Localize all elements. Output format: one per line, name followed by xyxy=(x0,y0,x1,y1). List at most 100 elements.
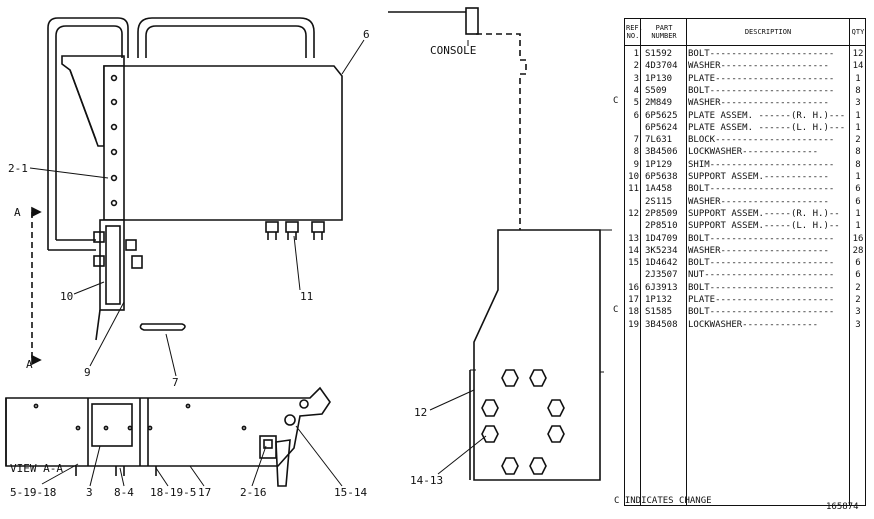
cell-ref: 4 xyxy=(633,85,639,96)
cell-part: S509 xyxy=(645,85,667,96)
cell-ref: 2 xyxy=(633,61,639,72)
callout-2-16: 2-16 xyxy=(240,486,267,499)
cell-desc: SUPPORT ASSEM.------------ xyxy=(688,172,829,182)
col-divider xyxy=(640,19,641,505)
cell-desc: PLATE ASSEM. ------(L. H.)--- xyxy=(688,122,846,133)
cell-qty: 12 xyxy=(852,49,864,59)
cell-part: 6P5638 xyxy=(645,172,678,182)
cell-part: 3K5234 xyxy=(645,245,678,256)
callout-18-19-5: 18-19-5 xyxy=(150,486,196,499)
cell-desc: BLOCK---------------------- xyxy=(688,135,835,146)
cell-qty: 1 xyxy=(855,172,861,182)
cell-ref: 15 xyxy=(628,258,639,269)
cell-qty: 3 xyxy=(855,98,861,109)
callout-7: 7 xyxy=(172,376,179,389)
cell-desc: BOLT----------------------- xyxy=(688,233,835,244)
cell-qty: 8 xyxy=(855,147,861,158)
cell-ref: 19 xyxy=(628,319,639,330)
header-qty: QTY xyxy=(851,28,865,36)
cell-desc: WASHER-------------------- xyxy=(688,61,829,72)
cell-ref: 18 xyxy=(628,307,639,318)
parts-table: REF. NO. PART NUMBER DESCRIPTION QTY 1 S1… xyxy=(624,18,866,506)
view-aa-label: VIEW A-A xyxy=(10,462,63,475)
cell-desc: PLATE ASSEM. ------(R. H.)--- xyxy=(688,110,846,121)
cell-ref: 6 xyxy=(633,110,639,121)
callout-2-1: 2-1 xyxy=(8,162,28,175)
cell-qty: 2 xyxy=(855,295,861,305)
cell-part: 2J3507 xyxy=(645,270,678,281)
bolts-11 xyxy=(265,221,325,240)
cell-ref: 3 xyxy=(633,73,639,84)
cell-part: 1P129 xyxy=(645,159,673,170)
cell-desc: BOLT----------------------- xyxy=(688,307,835,318)
cell-desc: SUPPORT ASSEM.-----(R. H.)-- xyxy=(688,208,840,219)
cell-desc: PLATE---------------------- xyxy=(688,295,835,305)
cell-qty: 3 xyxy=(855,319,861,330)
cell-desc: PLATE---------------------- xyxy=(688,73,835,84)
callout-6: 6 xyxy=(363,28,370,41)
cell-part: 3B4508 xyxy=(645,319,678,330)
cell-desc: BOLT----------------------- xyxy=(688,184,835,195)
callout-3: 3 xyxy=(86,486,93,499)
cell-part: S1592 xyxy=(645,49,673,59)
cell-ref: 5 xyxy=(633,98,639,109)
callout-11: 11 xyxy=(300,290,313,303)
cell-desc: WASHER-------------------- xyxy=(688,245,829,256)
block-7 xyxy=(139,323,186,331)
panel-plate xyxy=(103,65,343,221)
cell-qty: 14 xyxy=(852,61,864,72)
callout-14-13: 14-13 xyxy=(410,474,443,487)
cell-ref: 7 xyxy=(633,135,639,146)
cell-part: 3B4506 xyxy=(645,147,678,158)
cell-desc: BOLT----------------------- xyxy=(688,49,835,59)
cell-desc: NUT------------------------ xyxy=(688,270,835,281)
cell-desc: BOLT----------------------- xyxy=(688,258,835,269)
cell-qty: 8 xyxy=(855,159,861,170)
hex-bolts xyxy=(481,369,565,475)
cell-part: 7L631 xyxy=(645,135,673,146)
callout-8-4: 8-4 xyxy=(114,486,134,499)
cell-ref: 12 xyxy=(628,208,639,219)
cell-qty: 6 xyxy=(855,258,861,269)
cell-part: 1P130 xyxy=(645,73,673,84)
cell-ref: 9 xyxy=(633,159,639,170)
cell-part: 2P8510 xyxy=(645,221,678,232)
cell-part: 6J3913 xyxy=(645,282,678,293)
section-a-top: A xyxy=(14,206,21,219)
cell-desc: SUPPORT ASSEM.-----(L. H.)-- xyxy=(688,221,840,232)
change-mark: C xyxy=(613,96,619,107)
table-header: REF. NO. PART NUMBER DESCRIPTION QTY xyxy=(625,19,865,46)
header-desc: DESCRIPTION xyxy=(744,28,792,36)
cell-part: 4D3704 xyxy=(645,61,678,72)
handle-bars xyxy=(47,17,315,251)
cell-ref: 17 xyxy=(628,295,639,305)
callout-9: 9 xyxy=(84,366,91,379)
cell-part: 1A458 xyxy=(645,184,673,195)
cell-qty: 28 xyxy=(852,245,864,256)
cell-part: 6P5625 xyxy=(645,110,678,121)
figure-number: 165874 xyxy=(826,502,859,512)
cell-qty: 3 xyxy=(855,307,861,318)
cell-desc: WASHER-------------------- xyxy=(688,98,829,109)
cell-ref: 8 xyxy=(633,147,639,158)
cell-ref: 11 xyxy=(628,184,639,195)
col-divider xyxy=(849,19,850,505)
cell-ref: 16 xyxy=(628,282,639,293)
cell-qty: 2 xyxy=(855,282,861,293)
support-assembly-12 xyxy=(469,229,612,481)
cell-part: 2S115 xyxy=(645,196,673,207)
table-row: 3 1P130 PLATE---------------------- 1 xyxy=(625,73,867,85)
header-part: PART NUMBER xyxy=(651,24,677,40)
cell-qty: 1 xyxy=(855,73,861,84)
